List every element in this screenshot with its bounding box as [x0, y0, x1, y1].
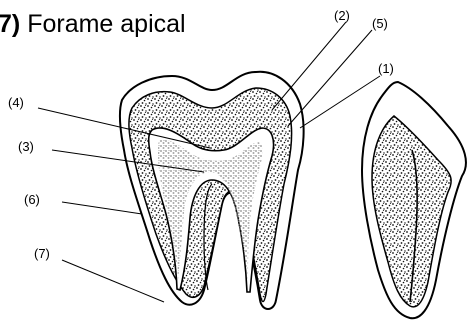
label-5: (5) [372, 16, 388, 31]
label-1: (1) [378, 61, 394, 76]
leader-line-7 [62, 260, 164, 302]
label-6: (6) [24, 192, 40, 207]
label-7: (7) [34, 246, 50, 261]
molar-section [120, 72, 304, 309]
leader-line-2 [272, 22, 346, 110]
incisor-section [362, 82, 466, 318]
leader-line-1 [300, 76, 380, 128]
label-4: (4) [8, 95, 24, 110]
dentin [129, 88, 292, 302]
leader-line-5 [288, 30, 372, 126]
label-2: (2) [334, 8, 350, 23]
label-3: (3) [18, 139, 34, 154]
leader-line-6 [62, 202, 142, 214]
